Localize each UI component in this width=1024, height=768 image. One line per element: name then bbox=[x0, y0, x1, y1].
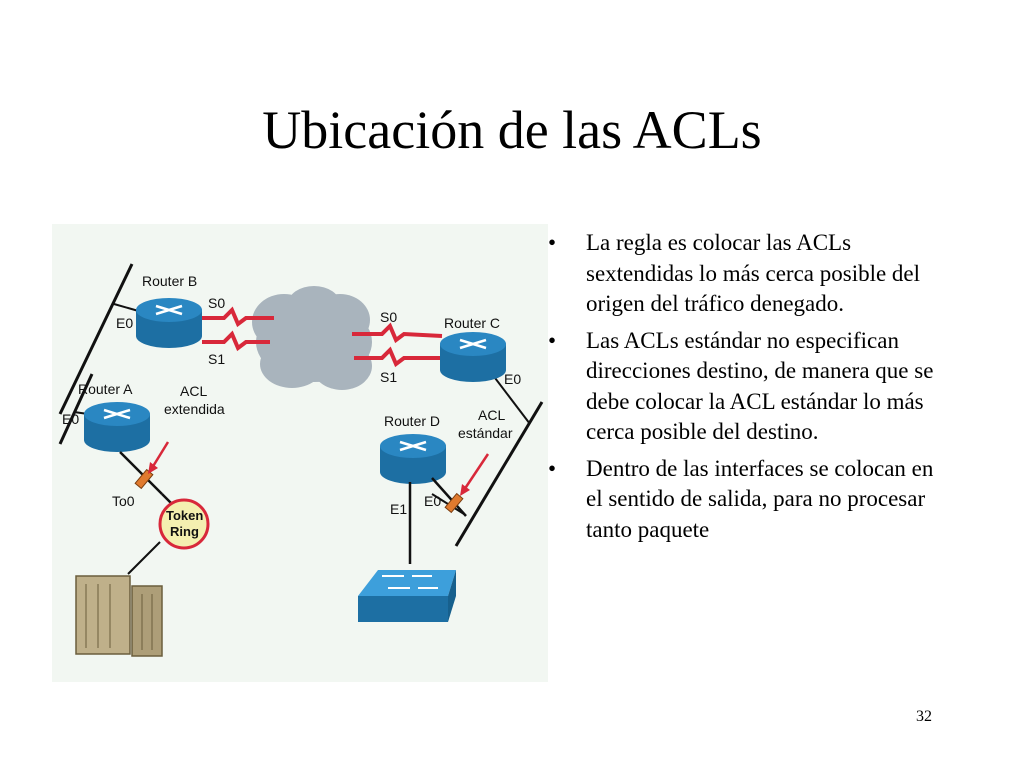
ethernet-segment-left-lower bbox=[58, 373, 94, 445]
token-ring-icon bbox=[158, 498, 210, 550]
acl-std-arrow bbox=[462, 453, 490, 491]
network-diagram: Router B S0 S1 E0 Router C S0 S1 E0 Rout… bbox=[52, 224, 548, 682]
router-c-e0-label: E0 bbox=[504, 371, 521, 387]
bullet-text: Dentro de las interfaces se colocan en e… bbox=[586, 455, 934, 542]
router-b-icon bbox=[136, 298, 202, 348]
wan-cloud bbox=[252, 286, 372, 390]
bullet-list: • La regla es colocar las ACLs sextendid… bbox=[548, 228, 938, 551]
acl-std-marker bbox=[444, 492, 464, 514]
serial-link-b-s0 bbox=[202, 306, 274, 328]
router-d-label: Router D bbox=[384, 413, 440, 429]
bullet-text: La regla es colocar las ACLs sextendidas… bbox=[586, 230, 921, 316]
bullet-item: • La regla es colocar las ACLs sextendid… bbox=[548, 228, 938, 320]
router-a-to0-label: To0 bbox=[112, 493, 135, 509]
router-b-s1-label: S1 bbox=[208, 351, 225, 367]
switch-icon bbox=[358, 570, 456, 622]
token-ring-label-line1: Token bbox=[166, 508, 203, 523]
acl-extended-label-line2: extendida bbox=[164, 401, 225, 417]
token-ring-label-line2: Ring bbox=[170, 524, 199, 539]
router-d-e1-label: E1 bbox=[390, 501, 407, 517]
acl-extended-label-line1: ACL bbox=[180, 383, 207, 399]
ethernet-segment-left bbox=[58, 263, 134, 415]
router-d-icon bbox=[380, 434, 446, 484]
bullet-text: Las ACLs estándar no especifican direcci… bbox=[586, 327, 934, 445]
router-b-label: Router B bbox=[142, 273, 197, 289]
serial-link-b-s1 bbox=[202, 330, 270, 352]
router-b-s0-label: S0 bbox=[208, 295, 225, 311]
router-c-s1-label: S1 bbox=[380, 369, 397, 385]
slide-title: Ubicación de las ACLs bbox=[262, 100, 762, 160]
serial-link-c-s1 bbox=[354, 346, 442, 368]
serial-link-c-s0 bbox=[352, 322, 443, 344]
ethernet-segment-right bbox=[454, 401, 544, 547]
server-icon bbox=[75, 575, 163, 657]
router-c-icon bbox=[440, 332, 506, 382]
router-a-e0-label: E0 bbox=[62, 411, 79, 427]
acl-standard-label-line2: estándar bbox=[458, 425, 513, 441]
router-c-label: Router C bbox=[444, 315, 500, 331]
acl-standard-label-line1: ACL bbox=[478, 407, 505, 423]
router-b-e0-label: E0 bbox=[116, 315, 133, 331]
page-number: 32 bbox=[916, 708, 932, 725]
router-a-icon bbox=[84, 402, 150, 452]
bullet-marker: • bbox=[548, 230, 557, 255]
router-c-s0-label: S0 bbox=[380, 309, 397, 325]
bullet-marker: • bbox=[548, 327, 557, 353]
acl-ext-arrow bbox=[150, 441, 170, 469]
bullet-item: • Dentro de las interfaces se colocan en… bbox=[548, 454, 938, 546]
router-d-e0-label: E0 bbox=[424, 493, 441, 509]
router-a-label: Router A bbox=[78, 381, 133, 397]
bullet-marker: • bbox=[548, 455, 557, 481]
bullet-item: • Las ACLs estándar no especifican direc… bbox=[548, 326, 938, 448]
